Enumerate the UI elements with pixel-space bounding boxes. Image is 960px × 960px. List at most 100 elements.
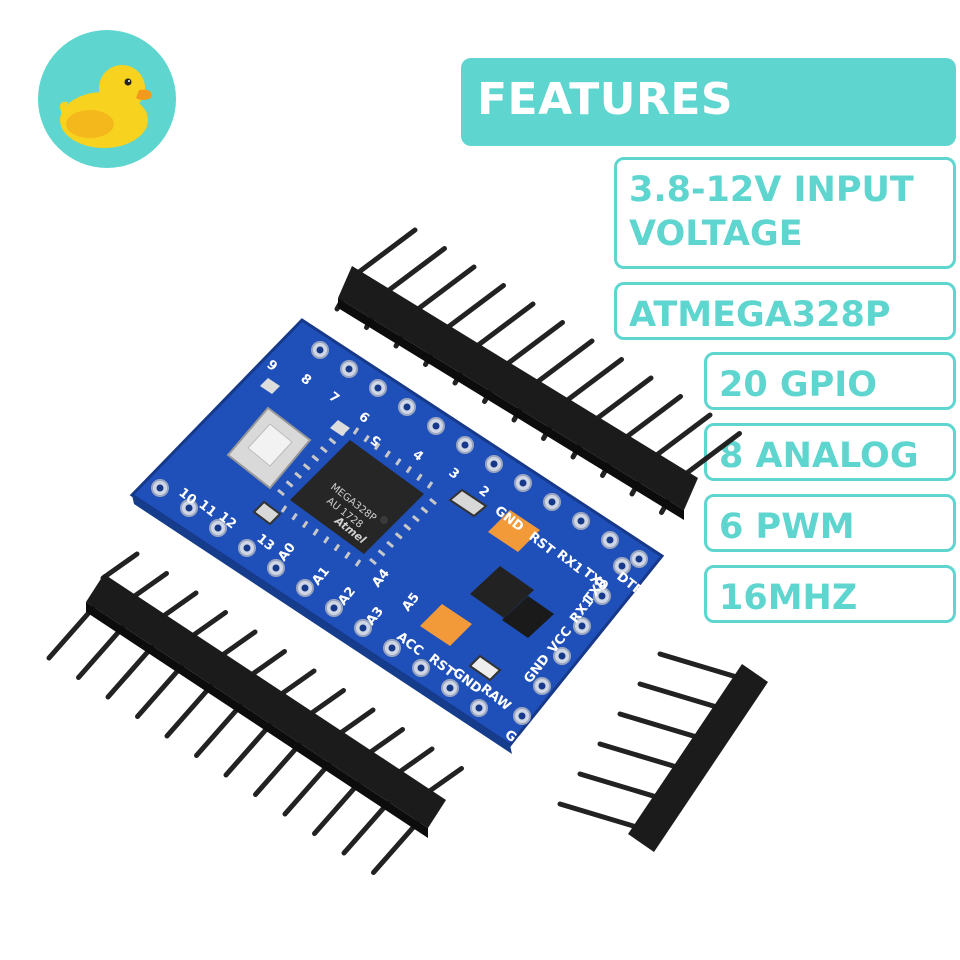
pcb-hole-center <box>519 479 527 487</box>
header-pin <box>618 394 683 444</box>
header-pin <box>341 800 391 856</box>
pcb-hole-center <box>558 652 566 660</box>
chip-leg <box>405 465 413 474</box>
chip-leg <box>369 557 377 566</box>
pcb-hole-center <box>538 682 546 690</box>
header-pin <box>282 761 332 817</box>
chip-leg <box>420 506 429 514</box>
pcb-hole-center <box>598 592 606 600</box>
pcb-hole-center <box>417 664 425 672</box>
header-pin <box>529 338 595 389</box>
pcb-hole-center <box>606 536 614 544</box>
header-pin <box>677 431 742 481</box>
pcb-hole-center <box>548 498 556 506</box>
pcb-board: MEGA328P AU 1728 Atmel GND RST RX1 TX0 D… <box>129 318 665 759</box>
chip-leg <box>373 442 381 451</box>
chip-leg <box>344 551 351 560</box>
header-pin <box>194 703 243 758</box>
header-pin <box>277 668 317 698</box>
header-pin <box>470 301 536 352</box>
chip-leg <box>395 458 402 466</box>
duck-icon <box>60 65 152 148</box>
pcb-hole-center <box>272 564 280 572</box>
header-pin <box>588 375 654 426</box>
header-pin <box>76 625 125 680</box>
pcb-hole-center <box>374 384 382 392</box>
pcb-hole-center <box>475 704 483 712</box>
header-pin <box>371 820 420 875</box>
chip-leg <box>311 454 320 462</box>
pcb-hole-center <box>578 622 586 630</box>
header-pin <box>657 651 743 681</box>
pcb-hole-center <box>490 460 498 468</box>
pcb-hole-center <box>301 584 309 592</box>
chip-leg <box>384 450 391 458</box>
feature-pwm: 6 PWM <box>704 494 956 552</box>
pcb-hole-center <box>214 524 222 532</box>
header-pin <box>159 590 199 620</box>
header-pin <box>352 227 418 278</box>
chip-leg <box>323 536 330 544</box>
reset-button <box>226 406 312 490</box>
header-pin <box>164 683 214 739</box>
header-pin <box>135 664 184 719</box>
chip-leg <box>386 540 395 549</box>
header-pin <box>312 781 361 836</box>
brand-logo <box>38 30 176 168</box>
chip-leg <box>302 463 311 471</box>
chip-leg <box>426 481 434 489</box>
chip-leg <box>411 514 420 523</box>
header-pin <box>253 742 302 797</box>
smd-components <box>252 378 554 682</box>
header-pin <box>559 357 624 407</box>
chip-leg <box>354 559 362 567</box>
chip-leg <box>394 532 403 540</box>
header-pin <box>557 801 643 831</box>
pin-header-top <box>334 227 742 520</box>
header-pin <box>441 283 506 333</box>
header-pin <box>382 246 447 296</box>
header-pin <box>411 264 477 315</box>
feature-analog: 8 ANALOG <box>704 423 956 481</box>
pcb-hole-center <box>461 441 469 449</box>
feature-microcontroller: ATMEGA328P <box>614 282 956 340</box>
chip-leg <box>285 480 294 488</box>
pcb-hole-center <box>432 422 440 430</box>
header-pin <box>248 649 287 678</box>
header-pin <box>130 571 169 600</box>
features-header: FEATURES <box>461 58 956 146</box>
features-title: FEATURES <box>477 74 734 125</box>
chip-leg <box>301 520 309 529</box>
header-pin <box>425 766 464 795</box>
pcb-hole-center <box>345 365 353 373</box>
feature-input-voltage: 3.8-12V INPUT VOLTAGE <box>614 157 956 269</box>
chip-leg <box>277 488 285 497</box>
microcontroller-chip: MEGA328P AU 1728 Atmel <box>277 427 437 567</box>
header-pin <box>100 551 140 581</box>
pin-header-bottom <box>46 551 464 875</box>
header-pin <box>500 320 565 370</box>
header-pin <box>218 629 258 659</box>
chip-leg <box>333 543 341 552</box>
pin-header-small <box>557 651 768 852</box>
chip-leg <box>319 445 328 454</box>
chip-leg <box>352 427 360 435</box>
pcb-hole-center <box>446 684 454 692</box>
pcb-hole-center <box>330 604 338 612</box>
header-pin <box>647 412 713 463</box>
header-pin <box>366 727 405 756</box>
chip-leg <box>328 437 337 445</box>
pcb-hole-center <box>577 517 585 525</box>
chip-leg <box>377 549 386 557</box>
header-pin <box>637 681 723 711</box>
feature-gpio: 20 GPIO <box>704 352 956 410</box>
feature-clock: 16MHZ <box>704 565 956 623</box>
pcb-hole-center <box>635 555 643 563</box>
chip-leg <box>429 497 437 506</box>
header-pin <box>617 711 703 741</box>
chip-leg <box>280 505 288 513</box>
capacitors <box>420 510 540 646</box>
pcb-hole-center <box>359 624 367 632</box>
chip-leg <box>403 523 412 531</box>
